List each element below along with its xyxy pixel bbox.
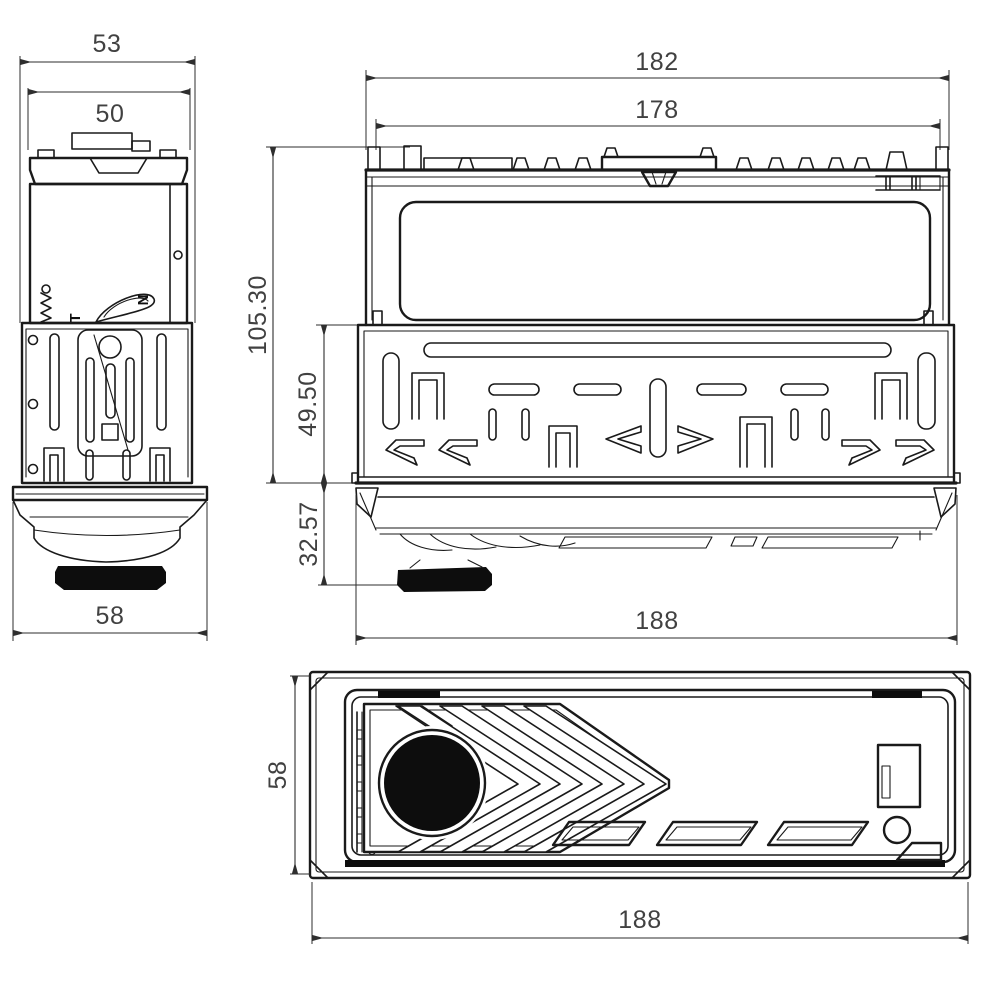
front-dim-58-label: 58	[264, 760, 292, 789]
rear-dim-inner: 178	[375, 96, 941, 150]
front-button-slots	[551, 820, 870, 847]
front-usb-port	[876, 743, 922, 809]
rear-knob-top	[397, 567, 492, 592]
side-dim-53-label: 53	[92, 30, 121, 58]
dim-front-depth-label: 32.57	[295, 501, 323, 567]
rear-dim-178-label: 178	[635, 96, 679, 124]
rear-chassis	[364, 168, 951, 327]
side-rear-connector	[28, 132, 189, 186]
front-view: 58 188	[264, 670, 972, 944]
dim-total-height-label: 105.30	[244, 275, 272, 355]
front-chevron-panel	[362, 702, 671, 854]
side-faceplate	[11, 485, 209, 590]
chevron-stripe-3	[481, 705, 625, 853]
marking-n: N	[135, 295, 152, 306]
rear-dim-bottom: 188	[355, 495, 958, 645]
side-knob	[55, 566, 166, 590]
rear-top-tabs	[364, 145, 951, 191]
side-mounting-sleeve	[20, 321, 194, 485]
rear-dim-182-label: 182	[635, 48, 679, 76]
front-corner-notch	[895, 841, 943, 862]
rear-mounting-sleeve	[351, 323, 961, 485]
front-dim-height: 58	[264, 675, 310, 875]
front-aux-jack	[882, 815, 912, 845]
side-dim-width-inner: 50	[27, 88, 191, 150]
front-volume-knob	[384, 735, 480, 831]
side-dim-58-label: 58	[95, 602, 124, 630]
rear-faceplate-top	[355, 487, 957, 592]
front-bottom-shadow	[345, 860, 945, 867]
spring-top	[41, 284, 51, 294]
side-dim-width-bottom: 58	[12, 502, 208, 641]
side-chassis-body: T N	[28, 182, 189, 325]
rear-sleeve-cutouts	[382, 342, 936, 468]
rear-top-view: 182 178	[351, 48, 961, 645]
front-bezel	[308, 670, 972, 880]
side-dim-width-outer: 53	[19, 30, 196, 323]
chevron-stripe-2	[439, 705, 583, 853]
front-top-mark-right	[872, 691, 922, 698]
front-top-mark-left	[378, 691, 440, 698]
side-view: 53 50 T N	[11, 30, 209, 641]
side-dim-50-label: 50	[95, 100, 124, 128]
rear-dim-outer: 182	[365, 48, 950, 150]
projection-dimensions: 105.30 49.50 32.57	[244, 146, 410, 586]
front-dim-188-label: 188	[618, 906, 662, 934]
dim-sleeve-height-label: 49.50	[294, 371, 322, 437]
front-dim-width: 188	[311, 882, 969, 944]
marking-t: T	[67, 313, 84, 322]
rear-dim-188-label: 188	[635, 607, 679, 635]
